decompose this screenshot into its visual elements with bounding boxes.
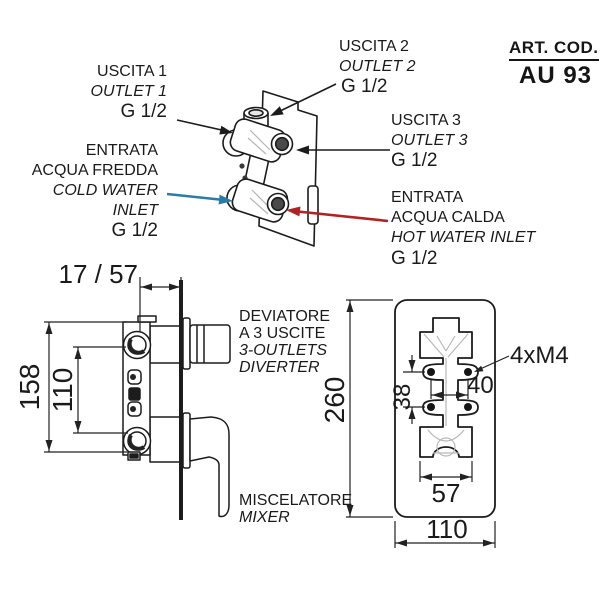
cold-inlet-arrow-line — [166, 192, 225, 202]
dim-port-centers: 110 — [47, 367, 78, 413]
label-diverter-line4: DIVERTER — [239, 359, 320, 376]
label-diverter-line1: DEVIATORE — [239, 308, 330, 325]
outlet2-arrow-line — [275, 83, 337, 114]
label-cold-en2: INLET — [112, 202, 158, 219]
mixer-handle — [182, 412, 230, 518]
diverter-knob — [182, 317, 231, 370]
screw-hole — [427, 403, 435, 411]
label-outlet1-en: OUTLET 1 — [90, 83, 167, 100]
schematic-arrows — [166, 83, 390, 223]
dim-body-height: 158 — [14, 363, 45, 411]
screw-hole — [464, 368, 472, 376]
art-code-label: ART. COD. — [509, 38, 599, 61]
label-cold-en1: COLD WATER — [52, 182, 158, 199]
hot-inlet-arrow-line — [292, 209, 389, 223]
outlet3-arrowhead — [296, 145, 309, 155]
dim-plate-width: 110 — [426, 514, 468, 544]
label-outlet2-en: OUTLET 2 — [339, 58, 416, 75]
outlet1-arrow-line — [176, 119, 227, 132]
art-code-value: AU 93 — [519, 62, 593, 89]
label-outlet3-thread: G 1/2 — [391, 150, 438, 171]
label-cold-thread: G 1/2 — [111, 220, 158, 241]
lower-valve-assembly — [226, 178, 290, 223]
outlet1-arrowhead — [219, 125, 233, 135]
upper-valve-assembly — [222, 118, 294, 163]
label-outlet1-thread: G 1/2 — [120, 101, 167, 122]
label-hot-thread: G 1/2 — [391, 248, 438, 269]
hot-inlet-arrowhead — [286, 206, 301, 217]
dim-cutout-width: 57 — [431, 478, 461, 508]
label-diverter-line2: A 3 USCITE — [239, 325, 326, 342]
dim-depth-range: 17 / 57 — [58, 259, 138, 289]
label-mixer-line2: MIXER — [239, 509, 290, 526]
label-cold-line1: ENTRATA — [85, 142, 158, 159]
label-outlet2-it: USCITA 2 — [339, 38, 409, 55]
label-mixer-line1: MISCELATORE — [239, 492, 353, 509]
cold-inlet-arrowhead — [218, 194, 233, 205]
label-diverter-line3: 3-OUTLETS — [239, 342, 328, 359]
outlet2-arrowhead — [270, 106, 284, 116]
valve-3d-drawing — [222, 90, 319, 247]
label-outlet3-it: USCITA 3 — [391, 112, 461, 129]
label-hot-line1: ENTRATA — [391, 189, 464, 206]
label-hot-en: HOT WATER INLET — [391, 229, 536, 246]
label-hot-line2: ACQUA CALDA — [391, 209, 505, 226]
label-outlet1-it: USCITA 1 — [97, 63, 167, 80]
front-aperture — [419, 317, 479, 458]
label-outlet3-en: OUTLET 3 — [391, 132, 468, 149]
side-view-drawing — [122, 280, 231, 520]
screw-hole — [427, 368, 435, 376]
side-view-dimensions — [44, 277, 182, 453]
front-view-dimensions — [346, 299, 510, 548]
dim-holes-vertical: 38 — [389, 383, 416, 411]
label-outlet2-thread: G 1/2 — [341, 76, 388, 97]
screw-hole — [464, 403, 472, 411]
label-cold-line2: ACQUA FREDDA — [31, 162, 158, 179]
label-screws: 4xM4 — [510, 342, 569, 369]
dim-holes-horizontal: 40 — [467, 372, 494, 399]
plate-side-tab — [307, 185, 319, 225]
dim-plate-height: 260 — [319, 376, 350, 424]
